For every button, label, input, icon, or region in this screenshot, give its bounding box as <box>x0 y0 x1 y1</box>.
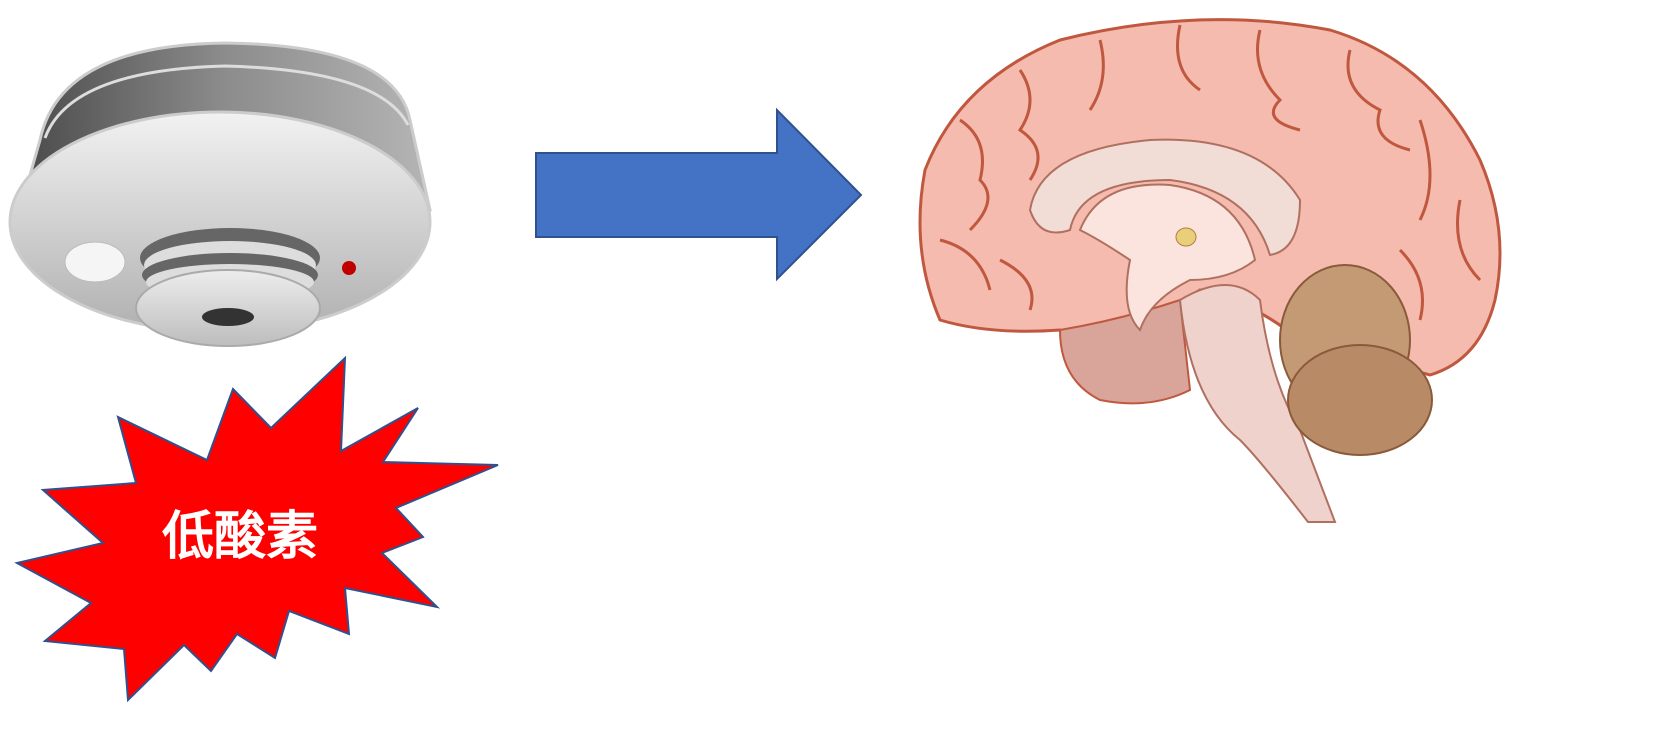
brain-folds <box>939 24 1482 321</box>
temporal-lobe <box>1058 298 1192 405</box>
burst-label: 低酸素 <box>162 507 318 567</box>
detector-button <box>64 241 126 283</box>
thalamus-region <box>1078 183 1257 332</box>
burst-shape <box>14 355 499 703</box>
detector-rim <box>43 64 410 139</box>
right-arrow-icon <box>535 107 863 282</box>
detector-sensor-hole <box>202 308 254 326</box>
corpus-callosum <box>1028 138 1302 257</box>
brainstem <box>1178 284 1337 523</box>
smoke-detector-icon <box>8 41 432 347</box>
brain-illustration <box>918 18 1502 523</box>
low-oxygen-burst: 低酸素 <box>14 355 499 703</box>
cerebellum-lower <box>1287 344 1433 456</box>
indicator-light-icon <box>342 261 356 275</box>
thalamus-dot <box>1175 227 1197 247</box>
